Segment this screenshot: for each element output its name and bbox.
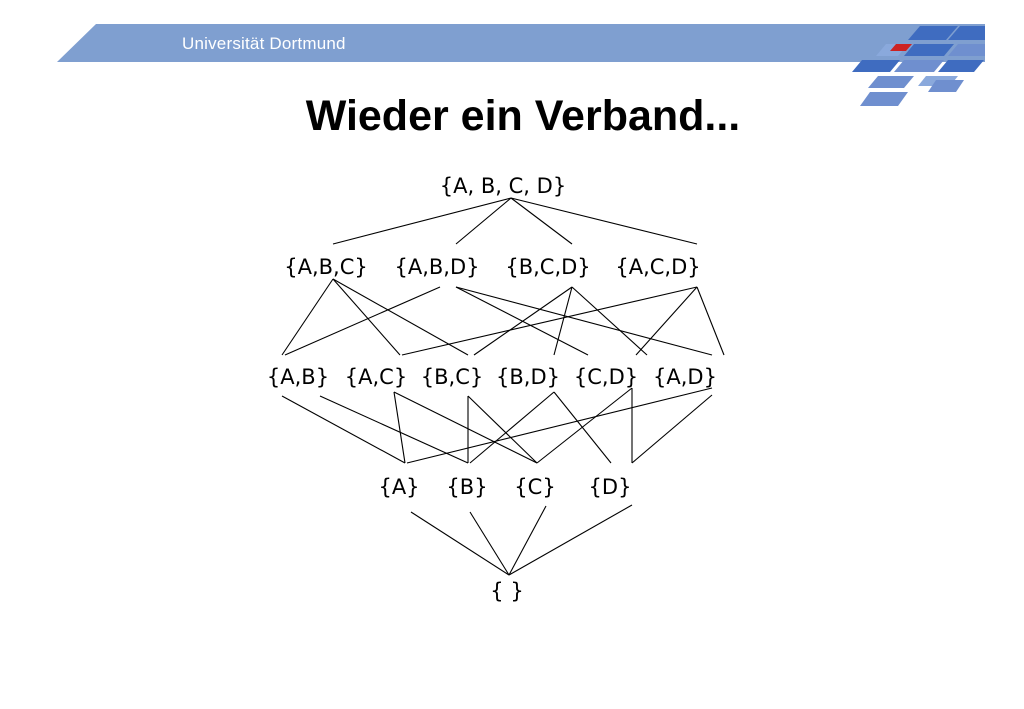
edge-cd-c (536, 387, 633, 464)
edge-abc-ab (281, 278, 334, 356)
edge-bc-c (467, 395, 538, 464)
edge-ac-a (393, 391, 406, 464)
node-ad: {A,D} (653, 365, 717, 389)
edge-bcd-bd (553, 286, 573, 356)
node-empty: { } (490, 579, 523, 603)
edge-bcd-cd (571, 286, 648, 356)
edge-bd-b (469, 391, 555, 464)
node-bc: {B,C} (421, 365, 483, 389)
node-abd: {A,B,D} (394, 255, 479, 279)
node-bd: {B,D} (496, 365, 560, 389)
node-c: {C} (514, 475, 555, 499)
edge-abd-bd (455, 286, 589, 356)
node-ac: {A,C} (345, 365, 407, 389)
edge-acd-cd (635, 286, 698, 356)
node-bcd: {B,C,D} (505, 255, 590, 279)
university-name: Universität Dortmund (182, 34, 346, 53)
edge-d-empty (508, 504, 633, 576)
edge-abcd-bcd (510, 197, 573, 245)
node-d: {D} (589, 475, 632, 499)
lattice-nodes: {A, B, C, D} {A,B,C} {A,B,D} {B,C,D} {A,… (267, 174, 717, 603)
node-cd: {C,D} (574, 365, 638, 389)
edge-ab-a (281, 395, 406, 464)
university-logo (852, 26, 985, 106)
edge-abd-ad (455, 286, 713, 356)
node-ab: {A,B} (267, 365, 329, 389)
edge-abcd-acd (510, 197, 698, 245)
lattice-edges (281, 197, 725, 576)
edge-abcd-abc (332, 197, 512, 245)
edge-abc-ac (332, 278, 401, 356)
header-band-shape (57, 24, 985, 62)
edge-b-empty (469, 511, 510, 576)
edge-abcd-abd (455, 197, 512, 245)
edge-c-empty (508, 505, 547, 576)
edge-acd-ac (401, 286, 698, 356)
header-band (57, 24, 985, 106)
edge-ad-d (631, 394, 713, 464)
node-acd: {A,C,D} (615, 255, 700, 279)
node-abcd: {A, B, C, D} (440, 174, 566, 198)
edge-bcd-bc (473, 286, 573, 356)
node-a: {A} (378, 475, 419, 499)
edge-acd-ad (696, 286, 725, 356)
edge-a-empty (410, 511, 510, 576)
edge-abc-bc (332, 278, 469, 356)
edge-ac-c (393, 391, 538, 464)
node-b: {B} (446, 475, 487, 499)
edge-abd-ab (284, 286, 441, 356)
edge-ad-a (406, 387, 713, 464)
slide-title: Wieder ein Verband... (305, 92, 741, 140)
edge-ab-b (319, 395, 469, 464)
node-abc: {A,B,C} (284, 255, 368, 279)
